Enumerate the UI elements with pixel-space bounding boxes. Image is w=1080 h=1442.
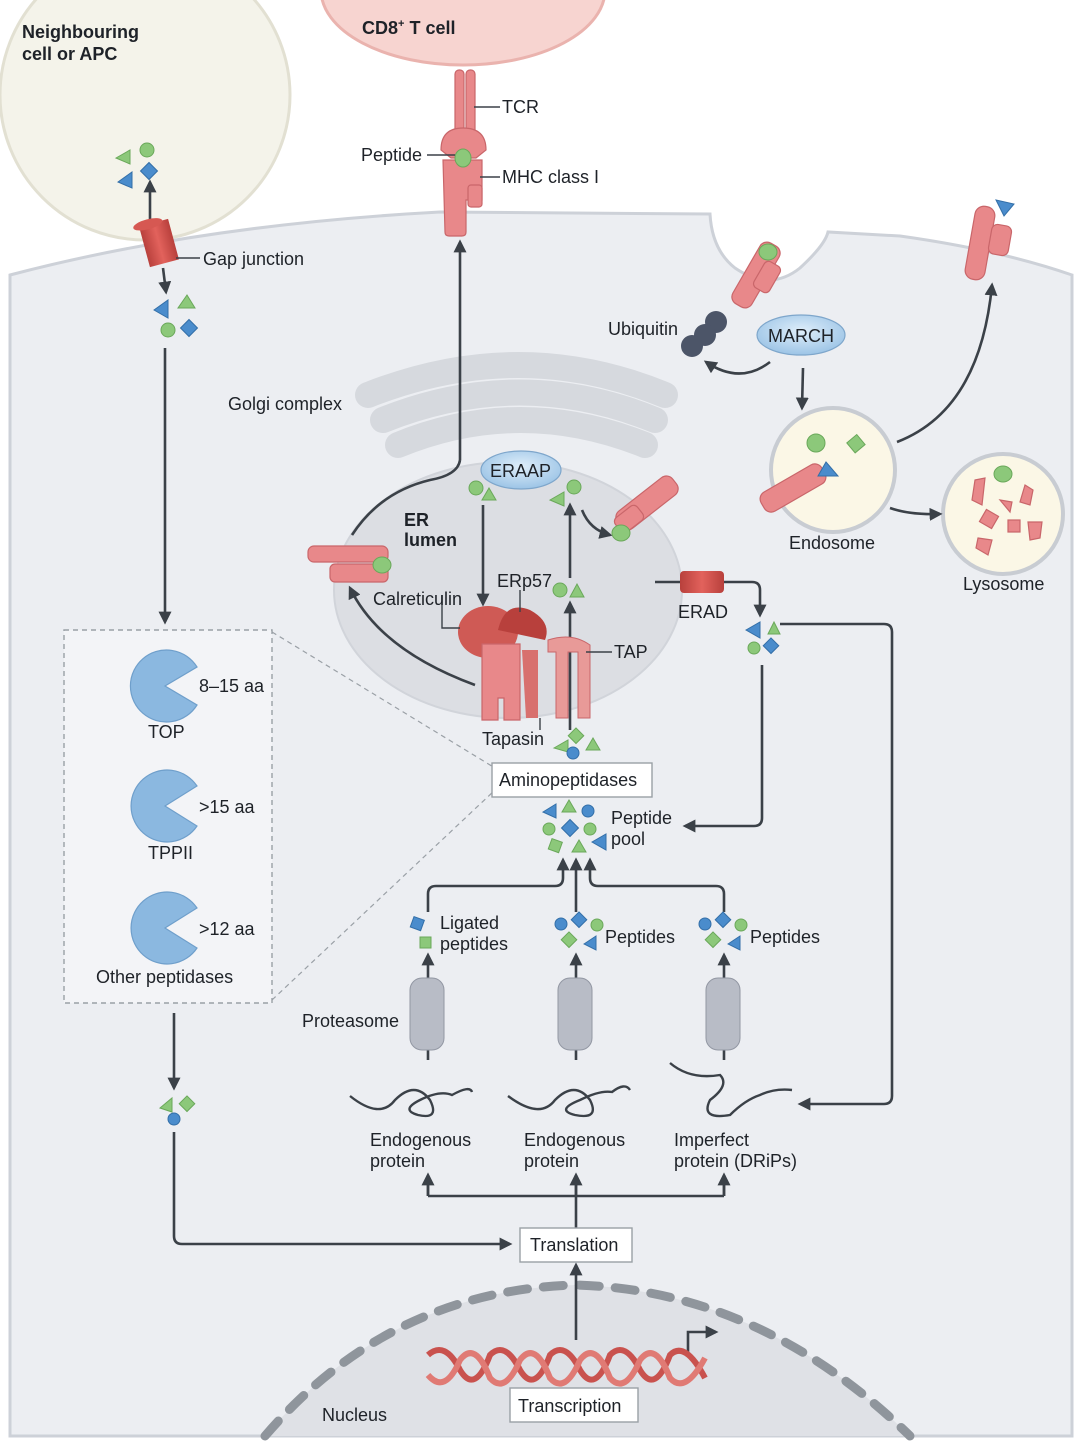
- march-label: MARCH: [768, 326, 834, 346]
- peptide-clusters: [114, 142, 781, 1126]
- zoom-guide-lines: [271, 631, 496, 1001]
- peptide-pool-label: Peptide: [611, 808, 672, 828]
- aminopeptidases-label: Aminopeptidases: [499, 770, 637, 790]
- endosome-contents: [759, 433, 866, 513]
- tap-label: TAP: [614, 642, 648, 662]
- tapasin-label: Tapasin: [482, 729, 544, 749]
- peptides-label-right: Peptides: [750, 927, 820, 947]
- golgi-complex: [355, 352, 678, 458]
- gap-junction-label: Gap junction: [203, 249, 304, 269]
- er-mhc-loaded: [611, 475, 679, 542]
- lysosome-label: Lysosome: [963, 574, 1044, 594]
- endosome-label: Endosome: [789, 533, 875, 553]
- golgi-label: Golgi complex: [228, 394, 342, 414]
- other-peptidase-icon: [130, 891, 198, 965]
- march-enzyme: [756, 314, 846, 356]
- ubiquitin-label: Ubiquitin: [608, 319, 678, 339]
- eraap-label: ERAAP: [490, 461, 551, 481]
- peptide-label: Peptide: [361, 145, 422, 165]
- erp57-shape: [498, 607, 547, 640]
- t-cell-label: CD8+ T cell: [362, 18, 455, 38]
- dna-helix-strand: [425, 1350, 708, 1387]
- eraap-enzyme: [480, 450, 562, 490]
- endogenous-protein-label-2b: protein: [524, 1151, 579, 1171]
- endogenous-protein-label-2: Endogenous: [524, 1130, 625, 1150]
- mhc-class-i-label: MHC class I: [502, 167, 599, 187]
- tcr-label: TCR: [502, 97, 539, 117]
- tppii-name-label: TPPII: [148, 843, 193, 863]
- transcription-label: Transcription: [518, 1396, 621, 1416]
- protein-strands: [349, 1062, 793, 1118]
- er-lumen-label-2: lumen: [404, 530, 457, 550]
- peptides-label-middle: Peptides: [605, 927, 675, 947]
- lysosome: [941, 452, 1065, 576]
- erad-label: ERAD: [678, 602, 728, 622]
- peptidase-icons: [129, 649, 198, 965]
- peptide-bound-icon: [454, 148, 472, 168]
- ubiquitinated-mhc: [681, 241, 782, 357]
- neighbouring-cell-label: Neighbouring: [22, 22, 139, 42]
- dna-helix: [426, 1347, 708, 1383]
- nucleus: [265, 1285, 910, 1436]
- tcr-mhc-complex: [440, 69, 487, 237]
- gap-junction-channel: [133, 218, 179, 268]
- top-peptidase-icon: [129, 649, 198, 723]
- proteasome-shapes: [409, 977, 741, 1051]
- imperfect-protein-label-2: protein (DRiPs): [674, 1151, 797, 1171]
- peptide-pool-label-2: pool: [611, 829, 645, 849]
- calreticulin-label: Calreticulin: [373, 589, 462, 609]
- aminopeptidases-box: [491, 762, 653, 798]
- tppii-size-label: >15 aa: [199, 797, 256, 817]
- endogenous-protein-label-1b: protein: [370, 1151, 425, 1171]
- transcription-box: [509, 1387, 639, 1423]
- ligated-peptides-label-2: peptides: [440, 934, 508, 954]
- endogenous-protein-label-1: Endogenous: [370, 1130, 471, 1150]
- imperfect-protein-label: Imperfect: [674, 1130, 749, 1150]
- er-lumen-label: ER: [404, 510, 429, 530]
- tppii-peptidase-icon: [130, 769, 198, 843]
- er-mhc-left: [307, 545, 392, 583]
- nucleus-label: Nucleus: [322, 1405, 387, 1425]
- t-cell: [320, 0, 606, 67]
- top-size-label: 8–15 aa: [199, 676, 265, 696]
- erad-channel: [680, 571, 724, 593]
- translation-box: [519, 1227, 633, 1263]
- peptide-loading-complex: [458, 606, 591, 721]
- recycled-mhc: [964, 199, 1015, 281]
- erp57-label: ERp57: [497, 571, 552, 591]
- lysosome-fragments: [971, 465, 1043, 556]
- proteasome-label: Proteasome: [302, 1011, 399, 1031]
- other-size-label: >12 aa: [199, 919, 256, 939]
- translation-label: Translation: [530, 1235, 618, 1255]
- neighbouring-cell-label-2: cell or APC: [22, 44, 117, 64]
- ligated-peptides-label: Ligated: [440, 913, 499, 933]
- other-name-label: Other peptidases: [96, 967, 233, 987]
- top-name-label: TOP: [148, 722, 185, 742]
